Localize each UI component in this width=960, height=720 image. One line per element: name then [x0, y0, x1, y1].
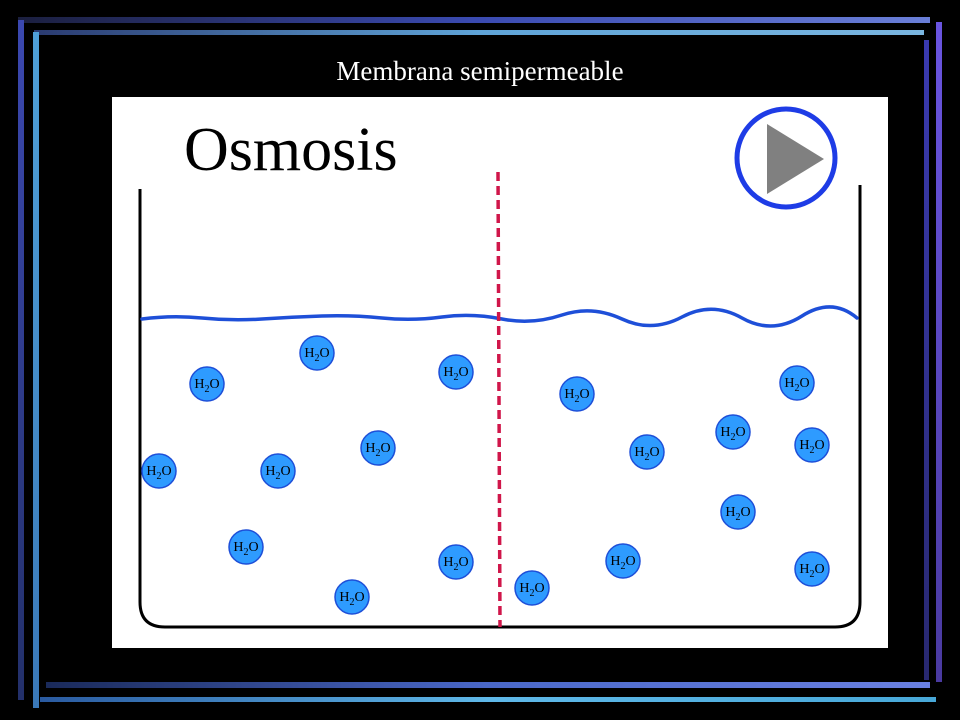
- water-molecule-circle: [438, 354, 474, 390]
- water-molecule-circle: [260, 453, 296, 489]
- water-molecule-label: H2O: [784, 376, 809, 394]
- frame-bottom-bar-inner: [40, 697, 936, 702]
- water-molecule-circle: [360, 430, 396, 466]
- frame-top-bar-inner: [34, 30, 924, 35]
- water-molecule: H2O: [189, 366, 225, 402]
- water-molecule: H2O: [141, 453, 177, 489]
- water-molecule: H2O: [438, 354, 474, 390]
- water-molecule: H2O: [715, 414, 751, 450]
- frame-right-bar-inner: [924, 40, 929, 680]
- frame-bottom-bar: [46, 682, 930, 688]
- water-molecule-label: H2O: [799, 438, 824, 456]
- water-molecule: H2O: [794, 551, 830, 587]
- water-molecule-label: H2O: [610, 554, 635, 572]
- water-molecule-label: H2O: [443, 555, 468, 573]
- osmosis-diagram: H2O H2O H2O H2O H2O H2O H2O H2O H2O H2O H2O H2O H2O H…: [138, 106, 862, 629]
- water-molecule-circle: [559, 376, 595, 412]
- water-molecule: H2O: [559, 376, 595, 412]
- water-molecule: H2O: [605, 543, 641, 579]
- play-icon: [767, 124, 824, 194]
- water-molecule-label: H2O: [146, 464, 171, 482]
- diagram-heading: Osmosis: [184, 116, 398, 184]
- water-molecule-circle: [189, 366, 225, 402]
- water-molecule-label: H2O: [265, 464, 290, 482]
- water-molecule: H2O: [360, 430, 396, 466]
- water-molecule-circle: [141, 453, 177, 489]
- water-molecule-circle: [514, 570, 550, 606]
- water-molecule-label: H2O: [564, 387, 589, 405]
- water-molecule-circle: [299, 335, 335, 371]
- water-molecule-circle: [438, 544, 474, 580]
- water-molecule: H2O: [794, 427, 830, 463]
- frame-top-bar: [18, 17, 930, 23]
- water-molecule-label: H2O: [304, 346, 329, 364]
- water-molecule: H2O: [779, 365, 815, 401]
- water-molecule: H2O: [334, 579, 370, 615]
- water-molecule-circle: [794, 551, 830, 587]
- frame-left-bar: [18, 20, 24, 700]
- water-molecule: H2O: [514, 570, 550, 606]
- water-molecule-circle: [794, 427, 830, 463]
- water-molecule-circle: [720, 494, 756, 530]
- water-molecules: H2O H2O H2O H2O H2O H2O H2O H2O H2O H2O H2O H2O H2O H…: [141, 335, 830, 615]
- water-molecule-circle: [334, 579, 370, 615]
- water-molecule-label: H2O: [725, 505, 750, 523]
- play-button[interactable]: [734, 106, 838, 210]
- water-molecule: H2O: [260, 453, 296, 489]
- water-molecule: H2O: [299, 335, 335, 371]
- water-molecule-label: H2O: [233, 540, 258, 558]
- water-molecule-circle: [605, 543, 641, 579]
- water-molecule-circle: [715, 414, 751, 450]
- frame-left-bar-inner: [33, 32, 39, 708]
- water-molecule: H2O: [720, 494, 756, 530]
- semipermeable-membrane-line: [496, 171, 502, 628]
- water-molecule-label: H2O: [339, 590, 364, 608]
- water-molecule-circle: [228, 529, 264, 565]
- water-molecule: H2O: [438, 544, 474, 580]
- water-molecule-label: H2O: [365, 441, 390, 459]
- water-molecule-label: H2O: [799, 562, 824, 580]
- water-molecule-label: H2O: [194, 377, 219, 395]
- water-molecule-label: H2O: [519, 581, 544, 599]
- slide-title: Membrana semipermeable: [336, 56, 624, 86]
- water-molecule: H2O: [228, 529, 264, 565]
- diagram-panel: H2O H2O H2O H2O H2O H2O H2O H2O H2O H2O H2O H2O H2O H…: [112, 97, 888, 648]
- water-molecule-circle: [779, 365, 815, 401]
- frame-right-bar: [936, 22, 942, 682]
- water-molecule-circle: [629, 434, 665, 470]
- water-surface-line: [140, 305, 859, 328]
- water-molecule-label: H2O: [443, 365, 468, 383]
- water-molecule-label: H2O: [720, 425, 745, 443]
- water-molecule: H2O: [629, 434, 665, 470]
- water-molecule-label: H2O: [634, 445, 659, 463]
